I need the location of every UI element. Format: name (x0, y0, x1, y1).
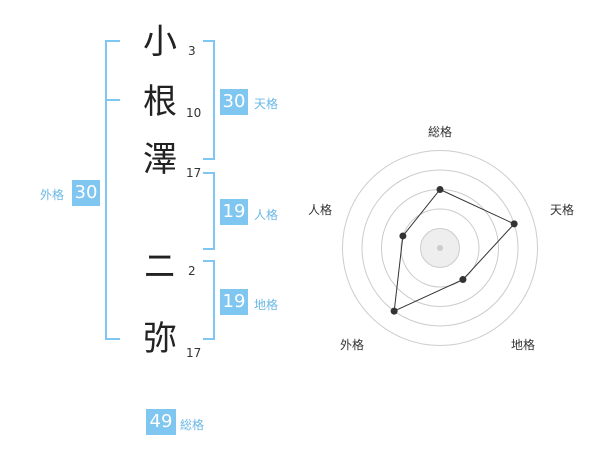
jinkaku-bracket-top (203, 172, 215, 174)
radar-ring-5 (342, 150, 538, 346)
soukaku-value: 49 (146, 409, 176, 435)
gaikaku-bracket-bottom (105, 338, 120, 340)
surname-char-2: 根 (143, 82, 177, 122)
given-char-1: ニ (143, 247, 177, 287)
chikaku-value: 19 (220, 289, 248, 315)
radar-point-1 (510, 220, 518, 228)
gaikaku-bracket-mid (105, 99, 120, 101)
given-strokes-1: 2 (188, 264, 196, 278)
radar-points (390, 186, 518, 315)
surname-char-1: 小 (143, 22, 177, 62)
radar-axis-tenkaku: 天格 (550, 203, 575, 217)
surname-strokes-3: 17 (186, 166, 202, 180)
gaikaku-bracket-vertical (105, 40, 107, 340)
radar-rings (342, 150, 538, 346)
radar-axis-gaikaku: 外格 (340, 338, 365, 352)
surname-strokes-1: 3 (188, 44, 196, 58)
radar-axis-chikaku: 地格 (511, 338, 536, 352)
radar-ring-4 (361, 169, 519, 327)
radar-point-0 (436, 186, 444, 193)
soukaku-label: 総格 (180, 418, 205, 432)
gaikaku-bracket-top (105, 40, 120, 42)
chikaku-label: 地格 (254, 298, 279, 312)
chikaku-bracket-bottom (203, 338, 215, 340)
tenkaku-bracket-vertical (213, 40, 215, 160)
radar-axis-soukaku: 総格 (428, 125, 453, 139)
radar-center (437, 245, 443, 251)
surname-strokes-2: 10 (186, 106, 202, 120)
chikaku-bracket-top (203, 260, 215, 262)
radar-point-4 (399, 232, 407, 240)
chikaku-bracket-vertical (213, 260, 215, 340)
radar-shape (393, 188, 516, 312)
tenkaku-label: 天格 (254, 97, 279, 111)
gaikaku-label: 外格 (40, 188, 65, 202)
jinkaku-bracket-bottom (203, 248, 215, 250)
radar-point-3 (390, 307, 398, 315)
jinkaku-label: 人格 (254, 208, 279, 222)
given-char-2: 弥 (143, 319, 177, 359)
tenkaku-value: 30 (220, 89, 248, 115)
radar-axis-jinkaku: 人格 (308, 203, 333, 217)
gaikaku-value: 30 (72, 180, 100, 206)
radar-point-2 (459, 276, 467, 284)
given-strokes-2: 17 (186, 346, 202, 360)
surname-char-3: 澤 (143, 140, 177, 180)
tenkaku-bracket-bottom (203, 158, 215, 160)
jinkaku-value: 19 (220, 199, 248, 225)
jinkaku-bracket-vertical (213, 172, 215, 250)
tenkaku-bracket-top (203, 40, 215, 42)
